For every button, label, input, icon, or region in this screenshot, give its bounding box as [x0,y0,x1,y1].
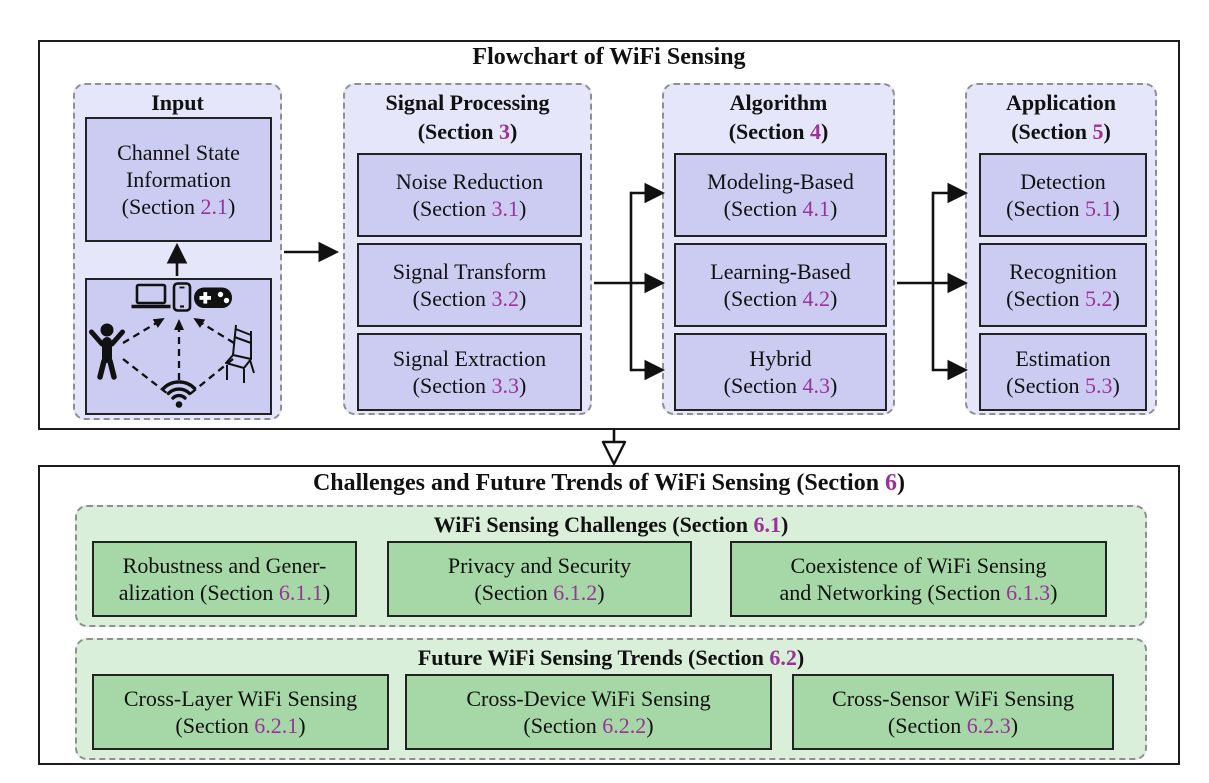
flow-box-learning-based: Learning-Based (Section 4.2) [674,243,887,327]
section-number: 3 [498,119,510,144]
wifi-sensing-scene [89,282,255,408]
wifi-icon [161,380,197,408]
flow-box-signal-transform: Signal Transform (Section 3.2) [357,243,582,327]
column-header-signal-processing: Signal Processing (Section 3) [385,90,550,144]
flow-box-noise-reduction: Noise Reduction (Section 3.1) [357,153,582,237]
flow-box-sensing-scene [85,278,272,415]
section-number: 6 [885,470,898,496]
box-label-line1: Signal Extraction [392,346,547,371]
box-label-line1: Channel State [117,140,240,165]
chair-icon [225,324,255,383]
trend-box-cross-device: Cross-Device WiFi Sensing (Section 6.2.2… [405,674,772,750]
challenge-box-privacy-security: Privacy and Security (Section 6.1.2) [387,541,692,617]
box-label-line1: Estimation [1015,346,1111,371]
section-number: 6.1 [753,512,782,537]
trend-box-cross-sensor: Cross-Sensor WiFi Sensing (Section 6.2.3… [792,674,1114,750]
person-icon [89,323,125,380]
box-label-line1: Detection [1020,169,1106,194]
laptop-icon [131,283,171,309]
column-header-input: Input [75,88,280,117]
smartphone-icon [172,282,192,312]
box-section-line: (Section 6.1.2) [474,580,605,605]
section-number: 4 [809,119,821,144]
hollow-arrow-flowchart-to-challenges [601,429,627,466]
box-section-line: (Section 6.2.1) [175,713,306,738]
signal-path-person-to-wifi [122,358,169,395]
box-label-line2: Information [125,167,232,192]
box-label-line1: Robustness and Gener- [122,553,327,578]
column-signal-processing: Signal Processing (Section 3) Noise Redu… [343,83,592,415]
flow-box-recognition: Recognition (Section 5.2) [979,243,1147,327]
challenge-box-coexistence: Coexistence of WiFi Sensing and Networki… [730,541,1107,617]
signal-path-chair-to-wifi [189,358,234,395]
box-label-line1: Coexistence of WiFi Sensing [790,553,1047,578]
group-wifi-sensing-challenges: WiFi Sensing Challenges (Section 6.1) Ro… [75,505,1147,627]
box-label-line1: Cross-Sensor WiFi Sensing [832,686,1074,711]
column-header-application: Application (Section 5) [1005,90,1117,144]
flowchart-title: Flowchart of WiFi Sensing [472,44,746,70]
box-section-line: (Section 6.2.2) [523,713,654,738]
box-section-line: (Section 3.3) [412,373,527,398]
signal-path-chair-to-devices [193,317,235,344]
box-section-line: (Section 5.2) [1006,286,1120,311]
box-section-line: (Section 2.1) [121,194,236,219]
box-label-line1: Modeling-Based [707,169,854,194]
input-header-label: Input [151,90,204,115]
column-algorithm: Algorithm (Section 4) Modeling-Based (Se… [662,83,895,415]
section-number: 5 [1092,119,1104,144]
column-input: Input Channel State Information (Section… [73,83,282,420]
challenge-box-robustness-generalization: Robustness and Gener- alization (Section… [92,541,357,617]
flow-box-modeling-based: Modeling-Based (Section 4.1) [674,153,887,237]
column-application: Application (Section 5) Detection (Secti… [965,83,1157,415]
flow-box-detection: Detection (Section 5.1) [979,153,1147,237]
flow-box-signal-extraction: Signal Extraction (Section 3.3) [357,333,582,411]
trend-box-cross-layer: Cross-Layer WiFi Sensing (Section 6.2.1) [92,674,389,750]
challenges-title: Challenges and Future Trends of WiFi Sen… [312,470,906,496]
flow-box-hybrid: Hybrid (Section 4.3) [674,333,887,411]
group-header-challenges: WiFi Sensing Challenges (Section 6.1) [433,512,789,537]
box-label-line1: Learning-Based [710,259,851,284]
box-label-line1: Noise Reduction [395,169,544,194]
box-section-line: (Section 3.1) [412,196,527,221]
column-header-algorithm: Algorithm (Section 4) [728,90,829,144]
box-label-line1: Recognition [1009,259,1117,284]
box-label-line1: Cross-Layer WiFi Sensing [123,686,358,711]
gamepad-icon [194,287,232,308]
box-section-line: alization (Section 6.1.1) [118,580,331,605]
box-label-line1: Privacy and Security [447,553,632,578]
box-section-line: (Section 3.2) [412,286,527,311]
box-section-line: (Section 4.1) [723,196,838,221]
box-section-line: (Section 4.2) [723,286,838,311]
group-future-wifi-sensing-trends: Future WiFi Sensing Trends (Section 6.2)… [75,638,1147,760]
box-section-line: (Section 5.1) [1006,196,1120,221]
box-section-line: (Section 4.3) [723,373,838,398]
group-header-trends: Future WiFi Sensing Trends (Section 6.2) [417,645,805,670]
box-label-line1: Hybrid [749,346,812,371]
box-section-line: (Section 5.3) [1006,373,1120,398]
section-number: 2.1 [200,194,229,219]
signal-path-person-to-devices [122,317,165,344]
section-number: 6.2 [769,645,797,670]
flow-box-estimation: Estimation (Section 5.3) [979,333,1147,411]
signal-paths [122,317,235,395]
box-label-line1: Signal Transform [392,259,547,284]
box-label-line1: Cross-Device WiFi Sensing [466,686,711,711]
flow-box-channel-state-information: Channel State Information (Section 2.1) [85,117,272,242]
box-section-line: (Section 6.2.3) [887,713,1019,738]
box-section-line: and Networking (Section 6.1.3) [779,580,1058,605]
